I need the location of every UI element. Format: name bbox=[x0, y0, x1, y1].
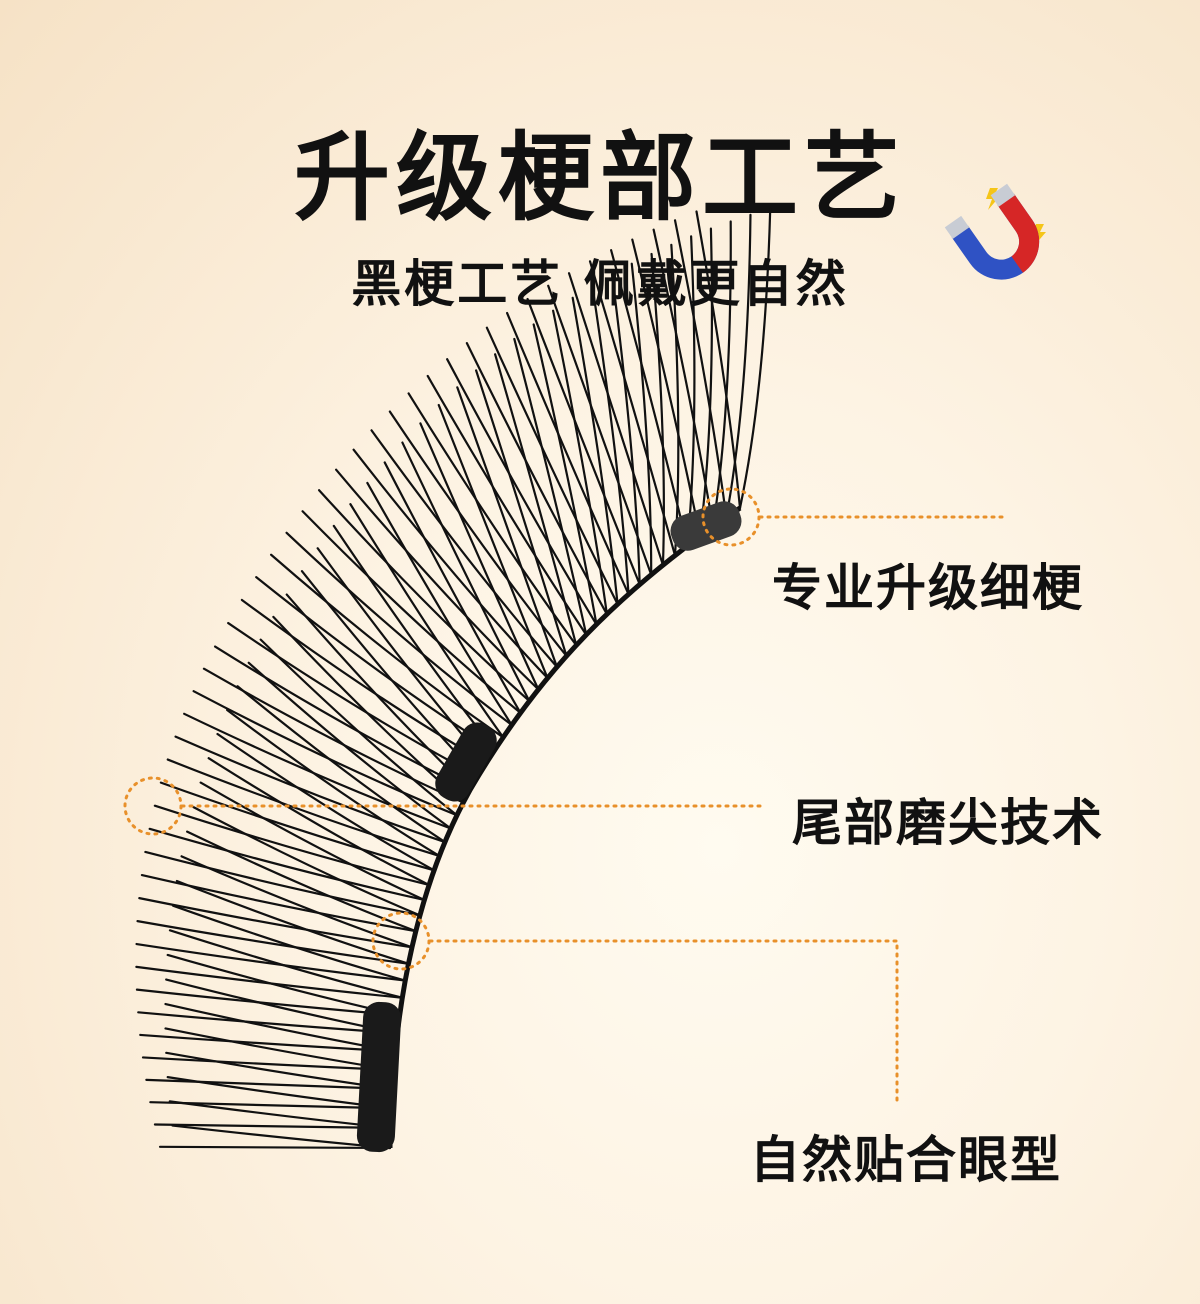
lash-hair bbox=[202, 667, 465, 804]
lash-hair bbox=[475, 369, 568, 658]
lash-hair bbox=[588, 260, 677, 557]
lash-hair bbox=[506, 311, 630, 596]
lash-hair bbox=[547, 284, 653, 576]
lash-hair bbox=[526, 297, 641, 586]
lash-hair bbox=[652, 228, 715, 529]
lash-hair bbox=[136, 920, 410, 965]
lash-hair bbox=[711, 220, 732, 529]
lash-hair bbox=[247, 661, 452, 830]
lash-hair bbox=[301, 510, 522, 714]
magnet-pad bbox=[670, 501, 742, 551]
lash-hair bbox=[175, 879, 410, 965]
callout-label-natural-fit: 自然贴合眼型 bbox=[750, 1131, 1062, 1189]
callout-marker bbox=[123, 776, 183, 836]
lash-hair bbox=[192, 690, 459, 817]
lash-hair bbox=[591, 284, 630, 596]
lash-hair bbox=[610, 249, 689, 547]
lash-hair bbox=[174, 735, 447, 844]
lash-hair bbox=[437, 403, 549, 680]
lash-hair bbox=[366, 481, 513, 727]
magnet-pad bbox=[435, 722, 497, 802]
lash-hair bbox=[166, 758, 441, 858]
lash-hair bbox=[349, 503, 505, 739]
lash-hair bbox=[673, 219, 728, 519]
lash-hair bbox=[552, 309, 608, 616]
lash-hair bbox=[698, 227, 714, 538]
lash-hair bbox=[285, 531, 513, 727]
lash-hair bbox=[138, 897, 414, 949]
lash-hair bbox=[571, 296, 619, 606]
lash-hair bbox=[259, 638, 459, 817]
lash-hair bbox=[401, 441, 531, 703]
lash-hair bbox=[456, 386, 559, 668]
lash-hair bbox=[186, 830, 417, 933]
lash-hair bbox=[158, 1145, 392, 1150]
lash-hair bbox=[370, 429, 559, 668]
lash-hair bbox=[148, 827, 426, 902]
lash-hair bbox=[407, 392, 578, 647]
magnet-pad bbox=[356, 1001, 402, 1153]
lash-hair bbox=[165, 1051, 394, 1091]
lash-hair bbox=[446, 358, 598, 626]
lash-hair bbox=[159, 781, 436, 872]
page-title: 升级梗部工艺 bbox=[294, 122, 906, 234]
lash-hair bbox=[317, 489, 531, 703]
lash-hair bbox=[419, 422, 540, 691]
callout-leader bbox=[428, 939, 899, 1102]
lash-hair bbox=[270, 553, 505, 739]
lash-hair bbox=[738, 207, 772, 510]
lash-hair bbox=[199, 781, 426, 902]
callout-label-thin-stem: 专业升级细梗 bbox=[772, 559, 1084, 617]
callout-label-tapered-tips: 尾部磨尖技术 bbox=[792, 794, 1104, 852]
lash-hair bbox=[567, 272, 665, 567]
lash-hair bbox=[135, 965, 404, 999]
lash-hair bbox=[610, 273, 641, 586]
page-subtitle: 黑梗工艺 佩戴更自然 bbox=[351, 255, 849, 313]
lash-hair bbox=[192, 805, 422, 917]
lash-hair bbox=[630, 262, 653, 576]
lash-hair bbox=[494, 353, 578, 647]
lash-hair bbox=[485, 326, 619, 606]
lash-hair bbox=[513, 337, 588, 636]
lash-hair bbox=[352, 448, 549, 680]
lash-hair bbox=[236, 685, 447, 844]
lash-hair bbox=[532, 323, 598, 626]
lash-hair bbox=[140, 873, 417, 933]
lash-hair bbox=[207, 757, 431, 887]
lash-hair bbox=[426, 374, 588, 636]
lash-hair bbox=[153, 804, 431, 887]
lash-hair bbox=[135, 942, 407, 982]
lash-hair bbox=[144, 850, 422, 917]
lash-hair bbox=[183, 712, 452, 830]
lash-hair bbox=[226, 708, 441, 858]
lash-hair bbox=[650, 252, 665, 567]
lash-hairs bbox=[135, 207, 772, 1150]
lash-hair bbox=[725, 213, 752, 519]
lash-hair bbox=[335, 468, 540, 691]
lash-hair bbox=[383, 461, 522, 714]
magnet-icon bbox=[944, 183, 1046, 280]
lash-hair bbox=[168, 929, 404, 999]
lash-hair bbox=[695, 210, 742, 510]
lash-hair bbox=[388, 410, 568, 658]
lash-hair bbox=[631, 238, 702, 538]
lash-hair bbox=[216, 732, 436, 872]
lash-hair bbox=[465, 341, 608, 616]
